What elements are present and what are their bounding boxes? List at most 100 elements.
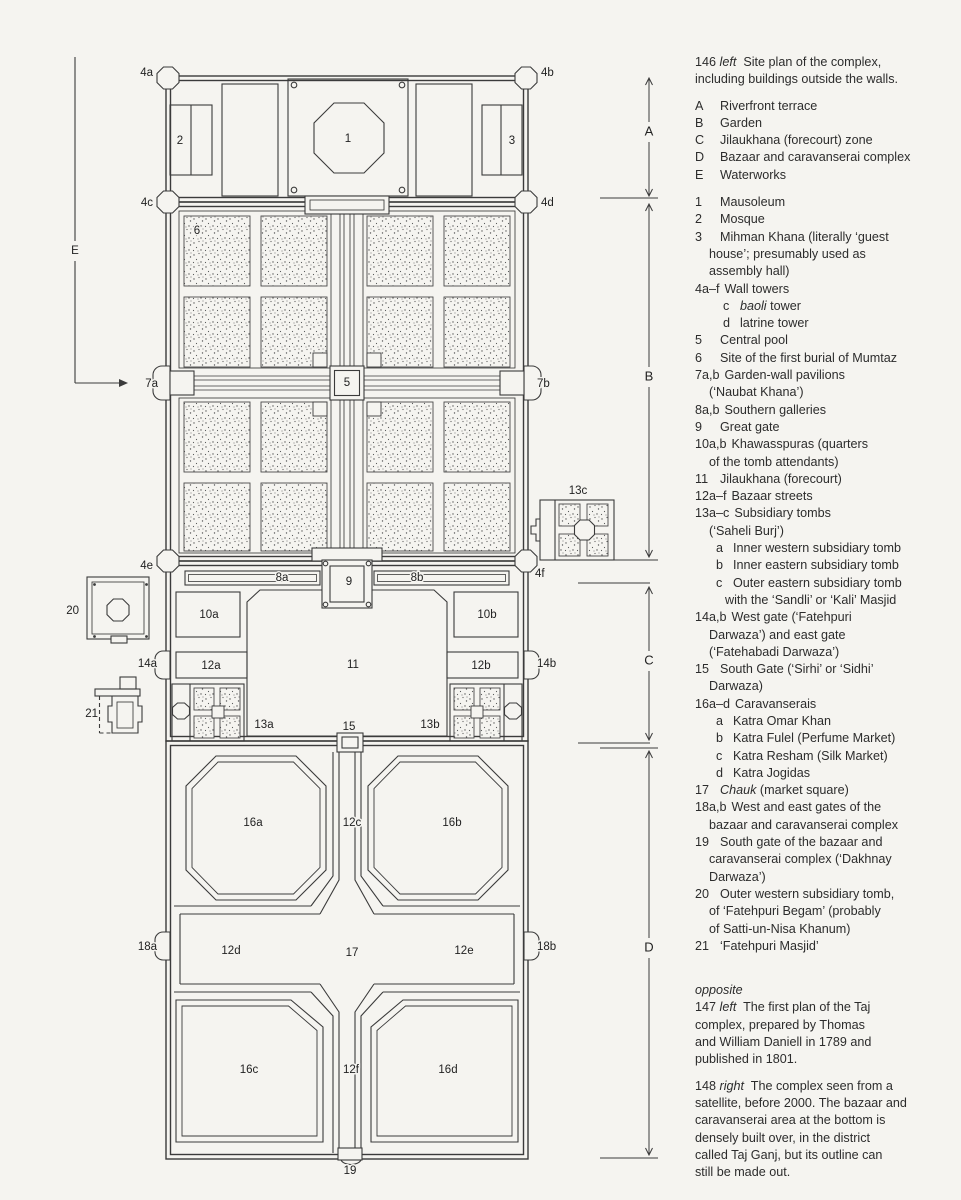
legend-line: Darwaza) [695, 678, 951, 695]
legend-text: Khawasspuras (quarters [731, 437, 869, 452]
legend-text: (‘Naubat Khana’) [709, 385, 804, 400]
legend-line: caravanserai area at the bottom is [695, 1112, 951, 1129]
gate-18a [154, 931, 171, 961]
legend-line: of the tomb attendants) [695, 454, 951, 471]
legend-text: baoli tower [740, 298, 801, 313]
outbuildings [86, 499, 615, 734]
legend-text: including buildings outside the walls. [695, 72, 899, 87]
legend-marker: 11 [695, 471, 709, 486]
khawasspura-10b [453, 591, 519, 638]
plan-label-19: 19 [344, 1165, 357, 1177]
legend-line: caravanserai complex (‘Dakhnay [695, 851, 951, 868]
legend-marker: 17 [695, 783, 710, 798]
legend-text: and William Daniell in 1789 and [695, 1035, 872, 1050]
legend-text: (‘Saheli Burj’) [709, 523, 784, 538]
legend-marker: B [695, 115, 704, 130]
legend-line: house’; presumably used as [695, 246, 951, 263]
plan-label-12a: 12a [201, 660, 221, 672]
legend-text: Darwaza) [709, 679, 763, 694]
legend-line: complex, prepared by Thomas [695, 1017, 951, 1034]
legend-line: d latrine tower [695, 315, 951, 332]
legend-text: still be made out. [695, 1165, 791, 1180]
legend-text: bazaar and caravanserai complex [709, 817, 899, 832]
legend-text: Inner western subsidiary tomb [733, 541, 901, 556]
legend-text: Great gate [720, 419, 780, 434]
legend-text: Wall towers [724, 281, 790, 296]
legend-text: Katra Resham (Silk Market) [733, 748, 888, 763]
garden-entry-platform [304, 195, 390, 215]
plan-label-16c: 16c [240, 1064, 259, 1076]
legend-text: South Gate (‘Sirhi’ or ‘Sidhi’ [720, 662, 874, 677]
plan-label-8b: 8b [411, 572, 424, 584]
legend-line: bazaar and caravanserai complex [695, 817, 951, 834]
central-pool [329, 365, 365, 401]
plan-label-17: 17 [346, 947, 359, 959]
plan-label-10b: 10b [477, 609, 496, 621]
dimension-lines [578, 76, 658, 1159]
legend-line: 147 left The first plan of the Taj [695, 999, 951, 1016]
parterre-notches [312, 352, 382, 417]
bazaar-street-12b [446, 651, 519, 679]
legend-text: Garden [720, 115, 763, 130]
legend-line: B Garden [695, 115, 951, 132]
bazaar-section [174, 752, 520, 1166]
khawasspura-10a [175, 591, 241, 638]
legend-text: of the tomb attendants) [709, 454, 839, 469]
plan-label-9: 9 [346, 576, 352, 588]
pavilion-7b [499, 370, 525, 396]
legend-line: (‘Saheli Burj’) [695, 523, 951, 540]
south-gate-19 [337, 1147, 363, 1161]
legend-text: Chauk (market square) [720, 783, 849, 798]
bazaar-street-12a [175, 651, 248, 679]
legend-text: Mosque [720, 212, 765, 227]
plan-label-4a: 4a [140, 67, 153, 79]
legend-line: opposite [695, 982, 951, 999]
legend-marker: C [695, 133, 705, 148]
legend-text: called Taj Ganj, but its outline can [695, 1147, 883, 1162]
legend-marker: 21 [695, 938, 710, 953]
legend-marker: 16a–d [695, 696, 731, 711]
legend-text: Katra Jogidas [733, 765, 811, 780]
plan-label-14a: 14a [138, 658, 158, 670]
legend-text: latrine tower [740, 316, 809, 331]
legend-text: of Satti-un-Nisa Khanum) [709, 921, 851, 936]
legend-marker: d [716, 765, 724, 780]
caravanserai-16c [175, 999, 324, 1143]
plan-label-A: A [645, 123, 654, 138]
garden-section [172, 195, 522, 554]
legend-marker: A [695, 98, 704, 113]
legend-line: (‘Naubat Khana’) [695, 384, 951, 401]
plan-label-18a: 18a [138, 941, 158, 953]
plan-label-12f: 12f [343, 1064, 360, 1076]
legend-line: 146 left Site plan of the complex, [695, 54, 951, 71]
legend-marker: c [716, 748, 723, 763]
legend-line: with the ‘Sandli’ or ‘Kali’ Masjid [695, 592, 951, 609]
legend-marker: E [695, 167, 704, 182]
legend-text: 147 left The first plan of the Taj [695, 1000, 871, 1015]
legend-line: of ‘Fatehpuri Begam’ (probably [695, 903, 951, 920]
legend-marker: d [723, 316, 731, 331]
legend-marker: 12a–f [695, 489, 727, 504]
legend-marker: 10a,b [695, 437, 727, 452]
mausoleum-octagon [313, 102, 385, 174]
legend-text: Katra Omar Khan [733, 713, 831, 728]
legend-line: still be made out. [695, 1164, 951, 1181]
caravanserai-16b [367, 755, 509, 901]
legend-marker: 3 [695, 229, 703, 244]
jilaukhana-section [171, 547, 523, 753]
plan-label-21: 21 [85, 708, 98, 720]
legend-line: called Taj Ganj, but its outline can [695, 1147, 951, 1164]
legend-marker: 15 [695, 662, 710, 677]
south-gate-15 [336, 732, 364, 753]
legend-line: 17 Chauk (market square) [695, 782, 951, 799]
